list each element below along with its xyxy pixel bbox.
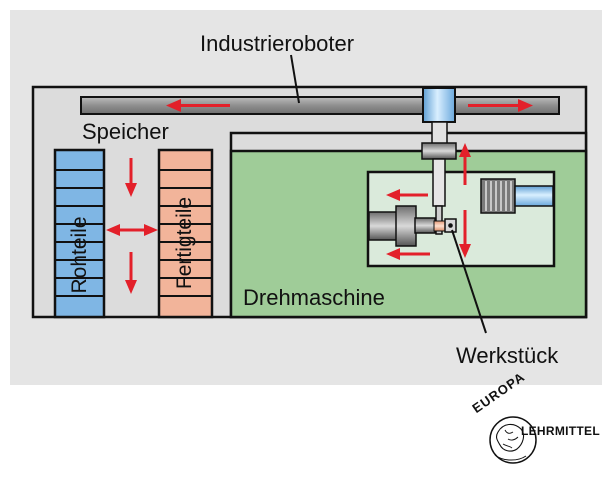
rail-arrow-left <box>166 99 230 112</box>
robot-wrist <box>421 142 457 160</box>
lathe-arrow-bottom <box>386 248 430 260</box>
storage-arrow-down-bottom <box>125 252 137 294</box>
storage-arrow-horizontal <box>106 224 158 236</box>
tailstock <box>480 178 554 214</box>
robot-leader-line <box>290 54 300 104</box>
robot-arm <box>432 158 446 207</box>
europa-lehrmittel-logo <box>489 416 537 464</box>
raw-parts-rack <box>53 148 106 319</box>
arm-arrow-down <box>459 210 471 258</box>
workpiece-label: Werkstück <box>456 343 559 368</box>
lathe-arrow-top <box>386 189 428 201</box>
rail-arrow-right <box>468 99 533 112</box>
lathe-chuck <box>368 205 436 247</box>
workpiece-leader-line <box>451 229 487 334</box>
storage-label: Speicher <box>82 119 169 144</box>
robot-label: Industrieroboter <box>200 31 355 56</box>
lathe-label: Drehmaschine <box>243 285 385 310</box>
logo-side-text: LEHRMITTEL <box>521 424 600 438</box>
raw-parts-label: Rohteile <box>68 216 91 294</box>
robot-column <box>431 121 448 145</box>
finished-parts-label: Fertigteile <box>173 196 196 290</box>
storage-arrow-down-top <box>125 158 137 197</box>
workpiece-shaft <box>433 220 446 232</box>
robot-carriage <box>422 87 456 123</box>
finished-parts-rack <box>157 148 214 319</box>
robot-gripper <box>435 205 443 235</box>
arm-arrow-up <box>459 143 471 185</box>
